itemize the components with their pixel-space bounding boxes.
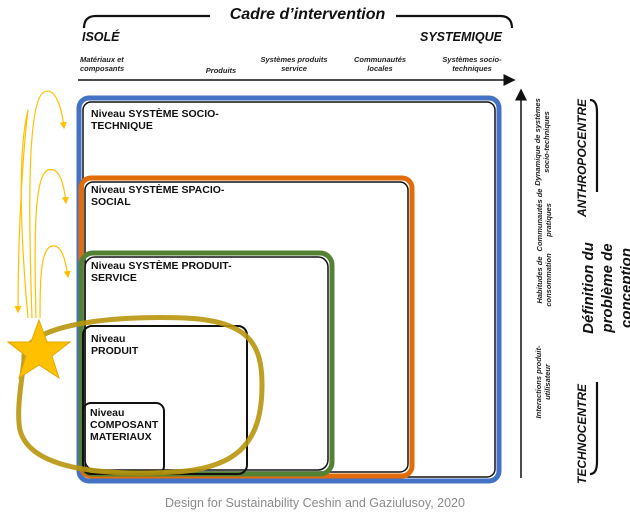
axis-item-sps: Systèmes produits service bbox=[260, 55, 328, 73]
isole-label: ISOLÉ bbox=[82, 30, 120, 44]
curved-arrow-icon bbox=[34, 168, 69, 319]
systemique-label: SYSTEMIQUE bbox=[420, 30, 502, 44]
curved-arrow-icon bbox=[14, 109, 29, 314]
label-produit-text: Niveau PRODUIT bbox=[91, 333, 139, 357]
technocentre-label: TECHNOCENTRE bbox=[575, 384, 589, 485]
axis-item-produits: Produits bbox=[205, 66, 237, 75]
box-produit-service-inner bbox=[84, 256, 329, 471]
anthropocentre-bracket bbox=[589, 98, 599, 192]
label-produit-service-text: Niveau SYSTÈME PRODUIT-SERVICE bbox=[91, 260, 232, 284]
curved-arrow-icon bbox=[29, 90, 67, 319]
definition-text: Définition du problème de conception bbox=[580, 242, 630, 334]
source-caption: Design for Sustainability Ceshin and Gaz… bbox=[165, 496, 465, 510]
label-produit: Niveau PRODUIT bbox=[91, 333, 151, 357]
right-axis-habitudes-text: Habitudes de consommation bbox=[535, 253, 553, 307]
technocentre-bracket bbox=[589, 382, 599, 476]
axis-item-materiaux: Matériaux et composants bbox=[80, 55, 125, 73]
label-composant-text: Niveau COMPOSANT MATERIAUX bbox=[90, 407, 159, 443]
label-spacio-social-text: Niveau SYSTÈME SPACIO-SOCIAL bbox=[91, 184, 225, 208]
axis-item-communautes: Communautés locales bbox=[353, 55, 407, 73]
axis-item-sociotech: Systèmes socio-techniques bbox=[442, 55, 502, 73]
right-axis-interactions: Interactions produit-utilisateur bbox=[534, 332, 554, 432]
label-composant: Niveau COMPOSANT MATERIAUX bbox=[90, 407, 162, 443]
frame-title: Cadre d’intervention bbox=[229, 6, 386, 23]
right-axis-interactions-text: Interactions produit-utilisateur bbox=[534, 345, 552, 419]
title-bracket-left bbox=[82, 14, 210, 29]
title-bracket-right bbox=[396, 14, 514, 29]
anthropocentre-label: ANTHROPOCENTRE bbox=[575, 99, 589, 218]
label-spacio-social: Niveau SYSTÈME SPACIO-SOCIAL bbox=[91, 184, 261, 208]
star-icon bbox=[6, 318, 72, 380]
label-socio-technique-text: Niveau SYSTÈME SOCIO-TECHNIQUE bbox=[91, 108, 219, 132]
produit-ellipse-highlight bbox=[16, 315, 265, 476]
label-produit-service: Niveau SYSTÈME PRODUIT-SERVICE bbox=[91, 260, 261, 284]
label-socio-technique: Niveau SYSTÈME SOCIO-TECHNIQUE bbox=[91, 108, 271, 132]
curved-arrow-icon bbox=[39, 245, 71, 319]
definition-label: Définition du problème de conception bbox=[579, 213, 630, 363]
right-axis-habitudes: Habitudes de consommation bbox=[535, 235, 555, 325]
